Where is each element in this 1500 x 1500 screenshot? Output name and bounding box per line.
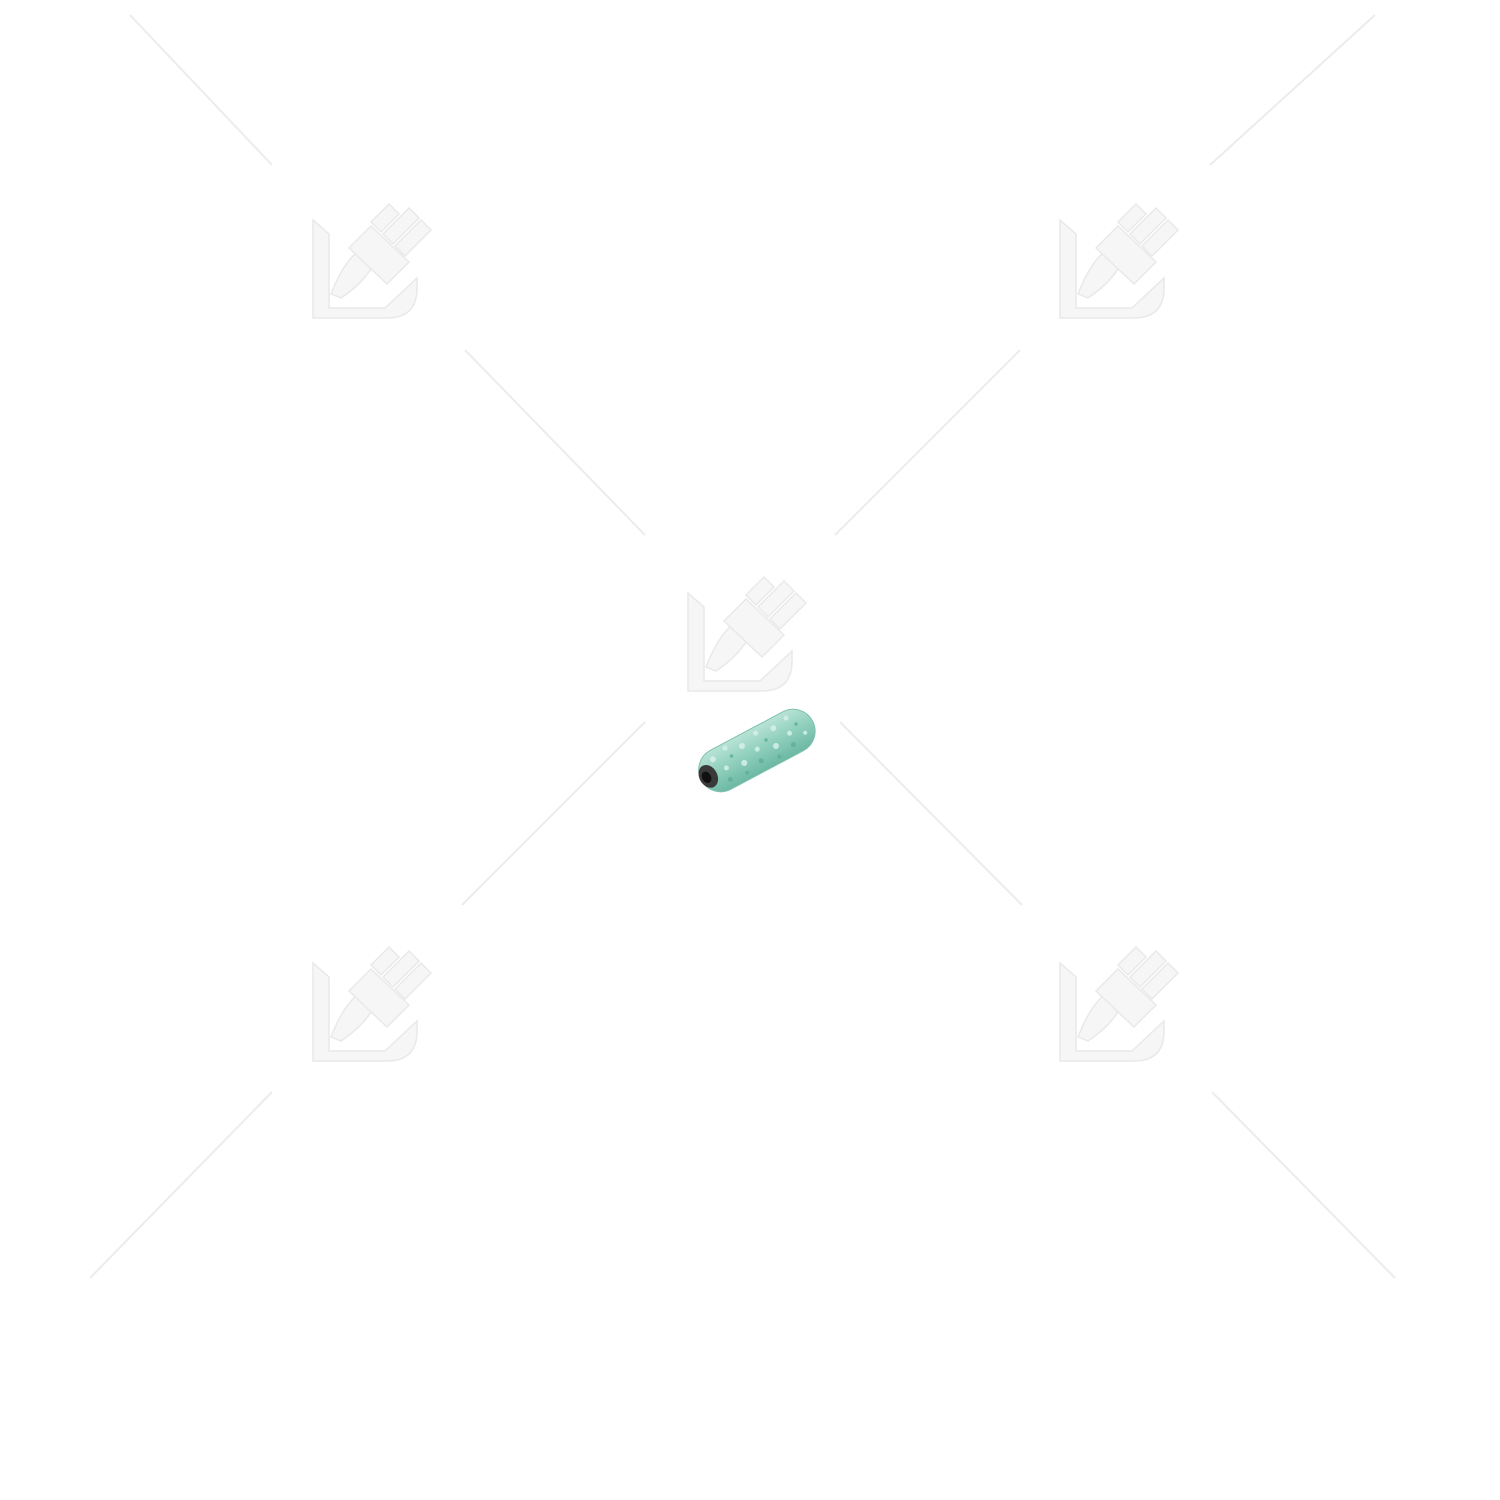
roller-core-hole [701,771,712,783]
watermark-logo-bottom-left [312,945,433,1062]
brush-logo-icon [312,202,433,319]
guide-line [1211,1091,1396,1279]
brush-logo-icon [1059,945,1180,1062]
watermark-logo-top-right [1059,202,1180,319]
brush-logo-icon [1059,202,1180,319]
guide-line [129,14,273,166]
guide-line [834,349,1021,536]
watermark-logo-bottom-right [1059,945,1180,1062]
guide-line [464,349,646,536]
paint-roller-sleeve [698,708,816,793]
guide-line [839,721,1023,906]
guide-line [89,1091,273,1279]
guide-line [1209,14,1376,166]
guide-line [461,721,646,906]
brush-logo-icon [687,575,808,692]
brush-logo-icon [312,945,433,1062]
watermark-logo-center [687,575,808,692]
paint-roller-sleeve-icon [698,708,816,793]
watermark-logo-top-left [312,202,433,319]
